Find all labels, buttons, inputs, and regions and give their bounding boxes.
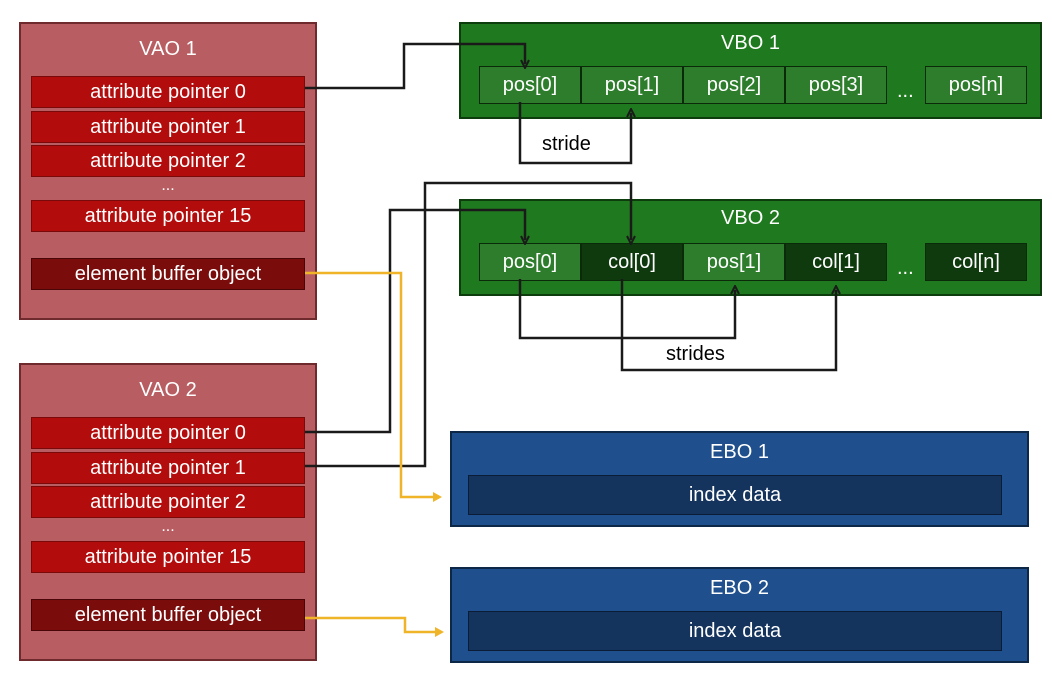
vbo-1-cell-pos-0: pos[0] — [479, 66, 581, 104]
ebo-1-title: EBO 1 — [710, 441, 769, 463]
vbo-2-title: VBO 2 — [721, 207, 780, 229]
vao-2-title: VAO 2 — [139, 379, 197, 401]
vbo-2: VBO 2 pos[0] col[0] pos[1] col[1] ... co… — [459, 199, 1042, 296]
vao-1-attribute-pointer-1: attribute pointer 1 — [31, 111, 305, 143]
arrow-vao1-attr0-to-vbo1 — [305, 42, 525, 90]
arrow-vbo2-stride-col — [620, 279, 836, 372]
vao-1-attribute-pointer-0: attribute pointer 0 — [31, 76, 305, 108]
arrow-vbo2-stride-pos — [518, 279, 735, 340]
vbo-1-cell-pos-n: pos[n] — [925, 66, 1027, 104]
vbo-2-strides-label: strides — [664, 343, 727, 366]
ebo-2-index-data: index data — [468, 611, 1002, 651]
ebo-2-title: EBO 2 — [710, 577, 769, 599]
arrow-vbo1-stride — [518, 102, 631, 165]
vbo-2-cell-col-1: col[1] — [785, 243, 887, 281]
vao-1-title: VAO 1 — [139, 38, 197, 60]
vbo-2-ellipsis: ... — [897, 257, 914, 279]
vao-2-attribute-pointer-1: attribute pointer 1 — [31, 452, 305, 484]
vbo-1-cell-pos-2: pos[2] — [683, 66, 785, 104]
vbo-1-stride-label: stride — [540, 133, 593, 156]
vao-2-attribute-pointer-0: attribute pointer 0 — [31, 417, 305, 449]
vbo-1-cell-pos-3: pos[3] — [785, 66, 887, 104]
ebo-1: EBO 1 index data — [450, 431, 1029, 527]
vao-2-attribute-pointer-15: attribute pointer 15 — [31, 541, 305, 573]
vbo-1-cell-pos-1: pos[1] — [581, 66, 683, 104]
arrow-vao1-ebo-to-ebo1 — [305, 271, 442, 502]
arrow-vao2-attr0-to-vbo2-pos — [305, 208, 525, 434]
vao-1-ellipsis: ... — [161, 177, 175, 194]
vao-2: VAO 2 attribute pointer 0 attribute poin… — [19, 363, 317, 661]
vbo-1-ellipsis: ... — [897, 80, 914, 102]
vao-2-element-buffer-object: element buffer object — [31, 599, 305, 631]
vao-1-attribute-pointer-15: attribute pointer 15 — [31, 200, 305, 232]
vao-2-ellipsis: ... — [161, 518, 175, 535]
vao-1-element-buffer-object: element buffer object — [31, 258, 305, 290]
vbo-2-cell-col-0: col[0] — [581, 243, 683, 281]
vao-2-attribute-pointer-2: attribute pointer 2 — [31, 486, 305, 518]
vao-1-attribute-pointer-2: attribute pointer 2 — [31, 145, 305, 177]
arrow-vao2-attr1-to-vbo2-col — [305, 181, 631, 468]
arrow-vao2-ebo-to-ebo2 — [305, 616, 444, 637]
vao-1: VAO 1 attribute pointer 0 attribute poin… — [19, 22, 317, 320]
vbo-2-cell-pos-1: pos[1] — [683, 243, 785, 281]
vbo-1: VBO 1 pos[0] pos[1] pos[2] pos[3] ... po… — [459, 22, 1042, 119]
ebo-1-index-data: index data — [468, 475, 1002, 515]
vbo-2-cell-col-n: col[n] — [925, 243, 1027, 281]
vbo-2-cell-pos-0: pos[0] — [479, 243, 581, 281]
ebo-2: EBO 2 index data — [450, 567, 1029, 663]
vbo-1-title: VBO 1 — [721, 32, 780, 54]
